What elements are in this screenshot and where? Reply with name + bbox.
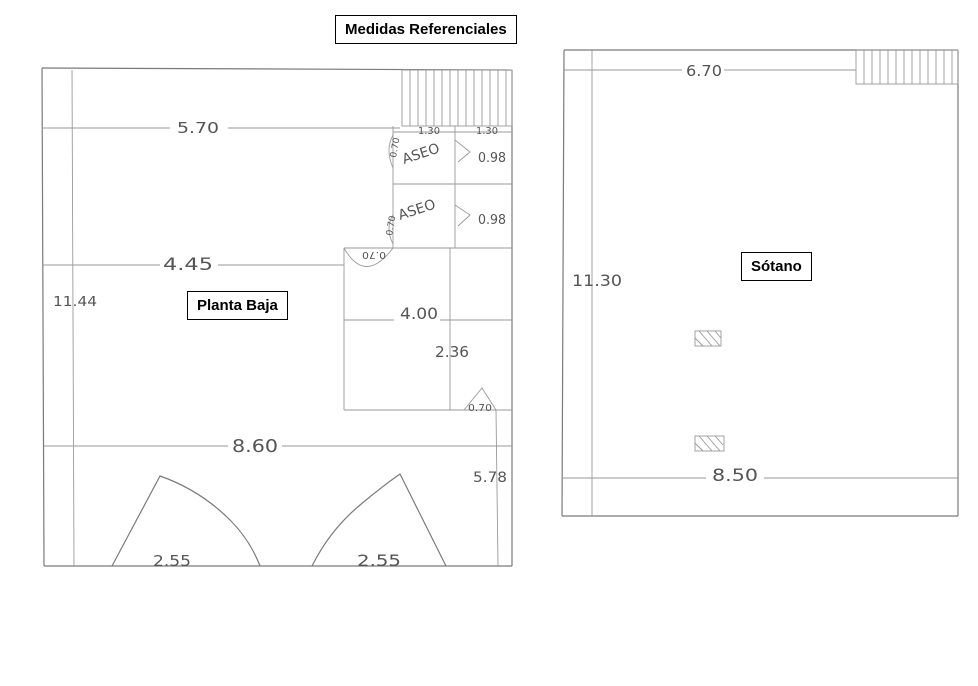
st-column-1 [694,330,722,347]
pb-bay-left [111,475,261,567]
pb-dim-400: 4.00 [400,304,438,323]
page-title: Medidas Referenciales [335,15,517,44]
pb-dim-070-c: 0.70 [362,249,386,260]
pb-inner-line-left [71,69,75,567]
pb-dim-236: 2.36 [435,343,469,361]
pb-outer-wall-left [41,67,45,567]
pb-bay-right [311,473,447,567]
st-outer-wall-left [561,49,565,517]
pb-room-aseo-1: ASEO [400,141,441,168]
pb-dim-070-b: 0.70 [385,215,398,237]
st-column-2 [694,435,725,452]
pb-dim-570: 5.70 [177,119,219,137]
pb-dim-445: 4.45 [163,255,213,275]
planta-baja-plan: 5.70 1.30 1.30 ASEO ASEO 0.98 0.98 0.70 … [41,67,513,570]
pb-dim-255-b: 2.55 [357,551,401,570]
pb-room-aseo-2: ASEO [396,197,437,224]
planta-baja-label: Planta Baja [187,291,288,320]
pb-inner-room [344,248,512,411]
pb-dim-070-a: 0.70 [389,137,402,159]
pb-dim-098-b: 0.98 [478,213,506,228]
pb-dim-098-a: 0.98 [478,151,506,166]
pb-dim-1144: 11.44 [53,295,97,310]
pb-dim-130-a: 1.30 [418,126,440,137]
pb-inner-line-right [495,409,499,567]
pb-stairs [401,69,513,127]
pb-door-arc [343,247,394,410]
sotano-plan: 6.70 11.30 8.50 [561,49,959,517]
pb-dim-860: 8.60 [232,436,278,457]
pb-dim-070-d: 0.70 [468,403,492,414]
pb-small-door [463,387,497,411]
st-stairs [855,49,959,85]
pb-bathrooms [388,126,512,249]
st-dim-670: 6.70 [686,62,722,80]
pb-dim-578: 5.78 [473,470,507,486]
st-dim-850: 8.50 [712,466,758,486]
pb-dim-255-a: 2.55 [153,552,191,570]
sotano-label: Sótano [741,252,812,281]
pb-dim-130-b: 1.30 [476,126,498,137]
st-dim-1130: 11.30 [572,271,622,290]
